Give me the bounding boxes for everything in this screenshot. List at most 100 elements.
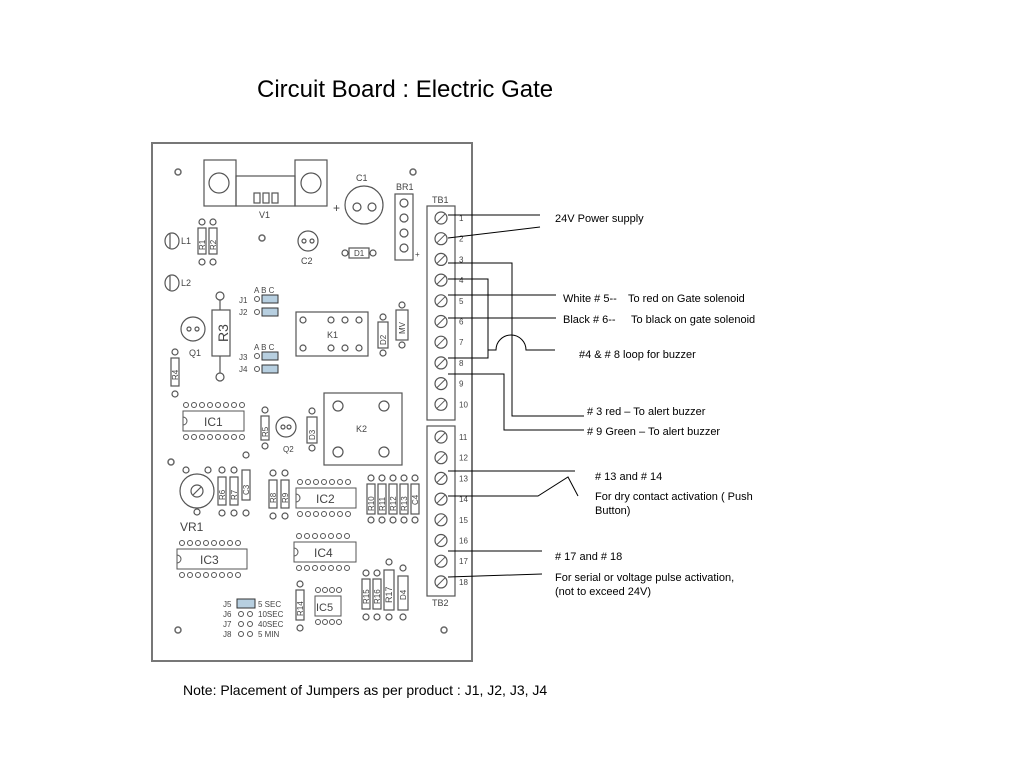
annotation-3-red: # 3 red – To alert buzzer [587,406,706,418]
VR1-potentiometer [179,466,215,516]
terminal-screw-slot [436,432,446,442]
label-5min: 5 MIN [258,630,280,639]
C2-capacitor [297,230,319,252]
R1-R2 [197,218,218,266]
terminal-number: 2 [459,235,464,244]
V1-regulator [203,159,328,207]
label-D2: D2 [379,334,388,345]
jumper-note: Note: Placement of Jumpers as per produc… [183,682,548,698]
label-C3: C3 [242,484,251,495]
wiring-lines [447,214,584,578]
annotation-black-6-label: Black # 6-- [563,314,616,326]
page-title: Circuit Board : Electric Gate [257,76,554,103]
R3-resistor [211,291,231,382]
label-R17: R17 [384,586,394,603]
label-J5: J5 [223,600,232,609]
label-L1: L1 [181,236,191,246]
label-D3: D3 [308,429,317,440]
terminal-screw-slot [436,275,446,285]
label-J6: J6 [223,610,232,619]
terminal-number: 14 [459,495,468,504]
D1-diode [341,247,377,259]
terminal-screw-slot [436,577,446,587]
terminal-number: 12 [459,454,468,463]
terminal-number: 3 [459,255,464,264]
annotation-13-14: # 13 and # 14 [595,471,663,483]
label-J8: J8 [223,630,232,639]
label-R15: R15 [362,589,371,604]
label-J1: J1 [239,296,248,305]
IC1-chip [182,402,245,440]
annotation-white-5-label: White # 5-- [563,293,617,305]
annotation-17-18: # 17 and # 18 [555,551,623,563]
terminal-screw-slot [436,556,446,566]
label-BR1-plus: + [415,250,420,259]
terminal-screw-slot [436,399,446,409]
Q1-transistor [180,316,206,342]
label-L2: L2 [181,278,191,288]
R15-R17-D4 [361,558,409,621]
label-IC2: IC2 [316,492,335,506]
D2-MV [377,301,409,357]
annotation-black-6-desc: To black on gate solenoid [631,314,756,326]
terminal-screw-slot [436,255,446,264]
IC4-chip [293,533,357,571]
terminal-screw-slot [436,296,446,306]
terminal-screw-slot [436,337,446,347]
label-TB2: TB2 [432,598,449,608]
label-IC3: IC3 [200,553,219,567]
label-R14: R14 [296,601,305,616]
label-10sec: 10SEC [258,610,284,619]
label-J2: J2 [239,308,248,317]
label-R8: R8 [269,492,278,503]
annotation-24v-power-supply: 24V Power supply [555,213,644,225]
terminal-number: 9 [459,380,464,389]
label-BR1: BR1 [396,182,414,192]
R6-R7-C3 [217,451,251,517]
label-R16: R16 [373,589,382,604]
terminal-number: 15 [459,516,468,525]
label-R13: R13 [400,496,409,511]
R8-R9 [268,469,290,520]
terminal-screw-slot [436,234,446,244]
R5-Q2-D3 [260,406,318,452]
label-R1: R1 [198,239,207,250]
label-C1: C1 [356,173,368,183]
terminal-screw-slot [436,213,446,223]
label-R2: R2 [209,239,218,250]
label-R5: R5 [261,426,270,437]
terminal-number: 1 [459,214,464,223]
label-C4: C4 [411,494,420,505]
label-R3: R3 [215,324,231,342]
label-R7: R7 [230,489,239,500]
label-R6: R6 [218,489,227,500]
terminal-screw-slot [436,536,446,545]
terminal-screw-slot [436,474,446,483]
annotation-buzzer-loop: #4 & # 8 loop for buzzer [579,349,696,361]
terminal-number: 4 [459,276,464,285]
terminal-number: 18 [459,578,468,587]
label-Q1: Q1 [189,348,201,358]
terminal-screw-slot [436,379,446,388]
pcb-outline [151,142,473,662]
label-C1-plus: + [333,201,340,215]
annotation-9-green: # 9 Green – To alert buzzer [587,426,721,438]
label-ABC2: A B C [254,343,275,352]
label-R9: R9 [281,492,290,503]
terminal-number: 10 [459,400,468,409]
IC5-chip [314,587,342,625]
terminal-number: 11 [459,433,468,442]
terminal-number: 6 [459,318,464,327]
label-R11: R11 [378,496,387,511]
label-5sec: 5 SEC [258,600,281,609]
label-R4: R4 [171,369,180,380]
label-J3: J3 [239,353,248,362]
R4-resistor [170,348,180,398]
terminal-screw-slot [436,317,446,326]
label-MV: MV [398,321,407,334]
K1-relay [295,311,369,357]
IC3-chip [176,540,248,578]
jumpers-J3-J4 [254,351,279,374]
